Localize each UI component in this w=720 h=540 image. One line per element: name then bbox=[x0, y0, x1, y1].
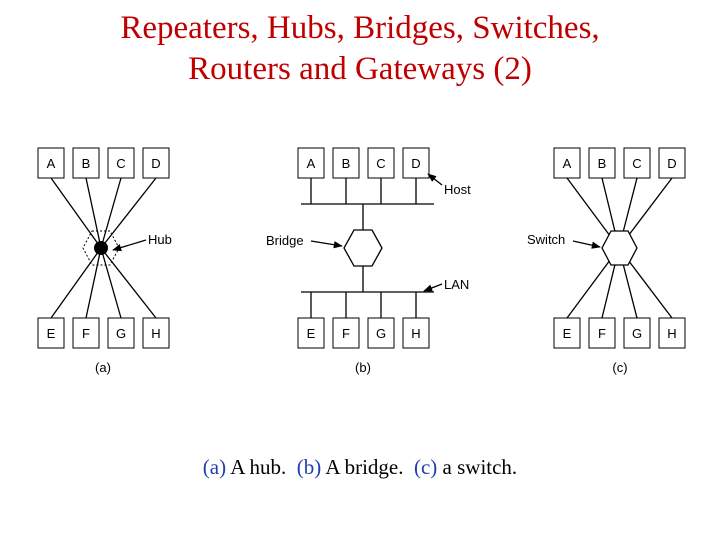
svg-text:G: G bbox=[632, 326, 642, 341]
station-h: H bbox=[658, 317, 686, 349]
station-g: G bbox=[367, 317, 395, 349]
station-e: E bbox=[37, 317, 65, 349]
svg-text:F: F bbox=[342, 326, 350, 341]
caption-tag-c: (c) bbox=[413, 455, 438, 479]
station-f: F bbox=[332, 317, 360, 349]
svg-text:B: B bbox=[82, 156, 91, 171]
svg-text:D: D bbox=[667, 156, 676, 171]
station-g: G bbox=[107, 317, 135, 349]
station-d: D bbox=[402, 147, 430, 179]
top-lan-segment bbox=[301, 178, 434, 205]
station-h: H bbox=[402, 317, 430, 349]
svg-text:A: A bbox=[47, 156, 56, 171]
station-c: C bbox=[107, 147, 135, 179]
station-b: B bbox=[588, 147, 616, 179]
station-c: C bbox=[623, 147, 651, 179]
caption-text-b: A bridge. bbox=[325, 455, 404, 479]
svg-text:H: H bbox=[411, 326, 420, 341]
station-f: F bbox=[588, 317, 616, 349]
station-g: G bbox=[623, 317, 651, 349]
svg-text:E: E bbox=[563, 326, 572, 341]
caption-text-a: A hub. bbox=[230, 455, 287, 479]
lan-label: LAN bbox=[444, 277, 469, 292]
svg-text:C: C bbox=[116, 156, 125, 171]
station-d: D bbox=[658, 147, 686, 179]
host-label: Host bbox=[444, 182, 471, 197]
switch-label: Switch bbox=[527, 232, 565, 247]
station-c: C bbox=[367, 147, 395, 179]
station-e: E bbox=[297, 317, 325, 349]
bridge-panel: A B C D E F G H Host Bridge LAN (b) bbox=[266, 147, 471, 375]
slide-title: Repeaters, Hubs, Bridges, Switches, Rout… bbox=[0, 8, 720, 90]
station-d: D bbox=[142, 147, 170, 179]
svg-text:F: F bbox=[598, 326, 606, 341]
panel-c-label: (c) bbox=[612, 360, 627, 375]
station-h: H bbox=[142, 317, 170, 349]
station-b: B bbox=[72, 147, 100, 179]
svg-text:B: B bbox=[342, 156, 351, 171]
svg-text:E: E bbox=[47, 326, 56, 341]
caption-tag-b: (b) bbox=[296, 455, 322, 479]
svg-text:H: H bbox=[667, 326, 676, 341]
svg-text:G: G bbox=[376, 326, 386, 341]
caption-tag-a: (a) bbox=[202, 455, 227, 479]
figure-caption: (a) A hub. (b) A bridge. (c) a switch. bbox=[0, 455, 720, 480]
host-arrow bbox=[427, 173, 443, 186]
hub-icon bbox=[94, 241, 108, 255]
caption-text-c: a switch. bbox=[442, 455, 518, 479]
hub-wires bbox=[50, 177, 157, 319]
station-a: A bbox=[297, 147, 325, 179]
svg-text:C: C bbox=[632, 156, 641, 171]
panel-a-label: (a) bbox=[95, 360, 111, 375]
bridge-label: Bridge bbox=[266, 233, 304, 248]
svg-text:E: E bbox=[307, 326, 316, 341]
station-f: F bbox=[72, 317, 100, 349]
panel-b-label: (b) bbox=[355, 360, 371, 375]
title-line-1: Repeaters, Hubs, Bridges, Switches, bbox=[120, 10, 600, 46]
title-line-2: Routers and Gateways (2) bbox=[188, 51, 532, 87]
svg-text:C: C bbox=[376, 156, 385, 171]
hub-arrow bbox=[112, 239, 147, 252]
switch-icon bbox=[601, 230, 638, 266]
svg-text:D: D bbox=[411, 156, 420, 171]
station-a: A bbox=[553, 147, 581, 179]
switch-panel: A B C D E F G H Switch (c) bbox=[527, 147, 686, 375]
station-e: E bbox=[553, 317, 581, 349]
bridge-arrow bbox=[310, 240, 343, 249]
hub-panel: A B C D E F G H Hub (a) bbox=[37, 147, 172, 375]
hub-label: Hub bbox=[148, 232, 172, 247]
bottom-lan-segment bbox=[301, 291, 434, 318]
svg-text:A: A bbox=[563, 156, 572, 171]
svg-text:D: D bbox=[151, 156, 160, 171]
hub-outline bbox=[82, 230, 120, 266]
station-b: B bbox=[332, 147, 360, 179]
svg-text:B: B bbox=[598, 156, 607, 171]
svg-text:H: H bbox=[151, 326, 160, 341]
svg-text:F: F bbox=[82, 326, 90, 341]
svg-text:A: A bbox=[307, 156, 316, 171]
bridge-icon bbox=[343, 229, 383, 267]
lan-arrow bbox=[423, 283, 443, 292]
switch-arrow bbox=[572, 240, 601, 249]
station-a: A bbox=[37, 147, 65, 179]
svg-text:G: G bbox=[116, 326, 126, 341]
